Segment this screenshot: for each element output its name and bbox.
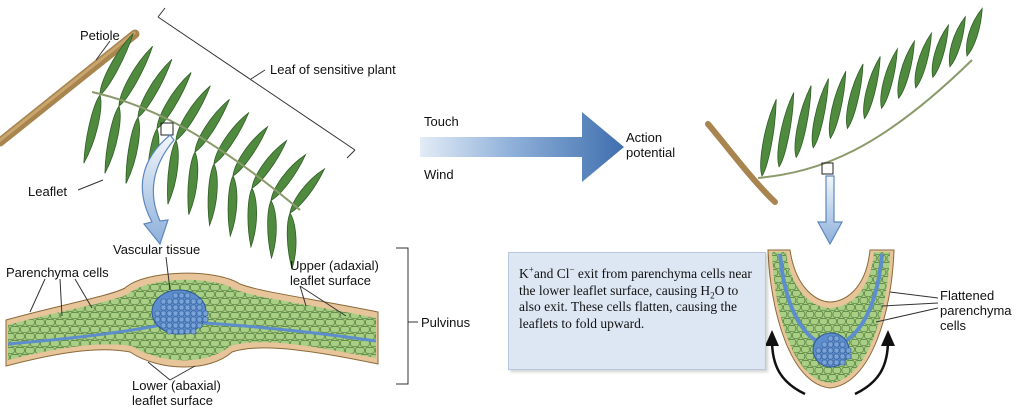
label-flattened-parenchyma: Flattened parenchyma cells xyxy=(940,288,1012,333)
leaflet xyxy=(167,139,179,205)
leaflet xyxy=(175,85,211,142)
label-lower-surface-line2: leaflet surface xyxy=(132,393,213,408)
leaflet xyxy=(880,47,898,110)
explanation-text: K+and Cl− exit from parenchyma cells nea… xyxy=(519,264,759,332)
fold-arrow-right xyxy=(854,339,890,396)
leaflet xyxy=(286,212,297,271)
label-vascular-tissue: Vascular tissue xyxy=(113,242,201,257)
left-rachis xyxy=(91,91,301,211)
explanation-box: K+and Cl− exit from parenchyma cells nea… xyxy=(508,252,766,370)
leaflet xyxy=(104,105,121,174)
label-leaf-of-sensitive-plant: Leaf of sensitive plant xyxy=(270,62,396,77)
stimulus-arrow xyxy=(420,112,624,182)
label-leaflet: Leaflet xyxy=(28,184,68,199)
leaflet xyxy=(966,7,983,57)
note-rest1: exit from parenchyma cells near the lowe… xyxy=(519,266,752,298)
leaflet xyxy=(777,92,795,168)
label-upper-surface: Upper (adaxial) leaflet surface xyxy=(290,258,379,288)
leaflet xyxy=(846,63,864,130)
note-sub2: 2 xyxy=(710,290,715,301)
label-action-potential-line2: potential xyxy=(626,145,676,160)
label-lower-surface-line1: Lower (abaxial) xyxy=(132,378,221,393)
leaflet xyxy=(270,153,307,202)
right-selection-box xyxy=(821,162,834,175)
note-minus: − xyxy=(569,264,575,275)
right-leaflets xyxy=(760,7,983,177)
leaflet xyxy=(187,151,199,215)
label-parenchyma-cells: Parenchyma cells xyxy=(6,265,109,280)
leaflet xyxy=(948,15,966,68)
note-k: K xyxy=(519,266,529,281)
leaf-bracket xyxy=(157,16,356,151)
label-lower-surface: Lower (abaxial) leaflet surface xyxy=(132,378,221,408)
leaflet xyxy=(914,31,932,89)
note-plus: + xyxy=(528,264,534,275)
note-and: and Cl xyxy=(533,266,570,281)
label-wind: Wind xyxy=(424,167,454,182)
label-pulvinus: Pulvinus xyxy=(421,315,471,330)
leaflet xyxy=(137,58,173,119)
leaflet xyxy=(227,175,238,238)
right-zoom-arrow xyxy=(816,175,844,246)
label-touch: Touch xyxy=(424,114,459,129)
leaflet xyxy=(247,187,257,249)
leaflet xyxy=(794,85,812,159)
folded-vascular-left xyxy=(778,253,820,344)
label-flattened-line3: cells xyxy=(940,318,967,333)
label-action-potential-line1: Action xyxy=(626,130,663,145)
leaflet xyxy=(760,99,777,177)
leaflet xyxy=(897,39,915,100)
fold-arrow-left xyxy=(770,339,806,396)
leaflet xyxy=(267,199,277,260)
label-upper-surface-line1: Upper (adaxial) xyxy=(290,258,379,273)
right-rachis xyxy=(757,59,973,179)
label-flattened-line1: Flattened xyxy=(940,288,995,303)
label-flattened-line2: parenchyma xyxy=(940,303,1012,318)
leaflet xyxy=(118,45,153,107)
label-action-potential: Action potential xyxy=(626,130,675,160)
leaflet xyxy=(207,162,218,227)
left-leaf xyxy=(0,29,326,271)
leaflet xyxy=(289,167,326,214)
left-selection-box xyxy=(160,122,174,136)
pulvinus-bracket xyxy=(396,247,409,385)
folded-vascular-right xyxy=(842,253,884,344)
leaflet xyxy=(125,116,140,184)
note-rest2: O to also exit. These cells flatten, cau… xyxy=(519,282,739,331)
leaflet xyxy=(828,71,847,140)
label-petiole: Petiole xyxy=(80,28,120,43)
label-upper-surface-line2: leaflet surface xyxy=(290,273,371,288)
right-leaf xyxy=(705,7,983,205)
leaflet xyxy=(931,23,949,79)
leaflet xyxy=(863,56,881,120)
folded-cross-section xyxy=(767,249,895,389)
leaflet xyxy=(83,94,102,164)
right-petiole-stem xyxy=(705,121,778,205)
leaflet xyxy=(811,78,829,149)
leaflet xyxy=(99,33,134,96)
left-zoom-arrow xyxy=(141,134,175,246)
